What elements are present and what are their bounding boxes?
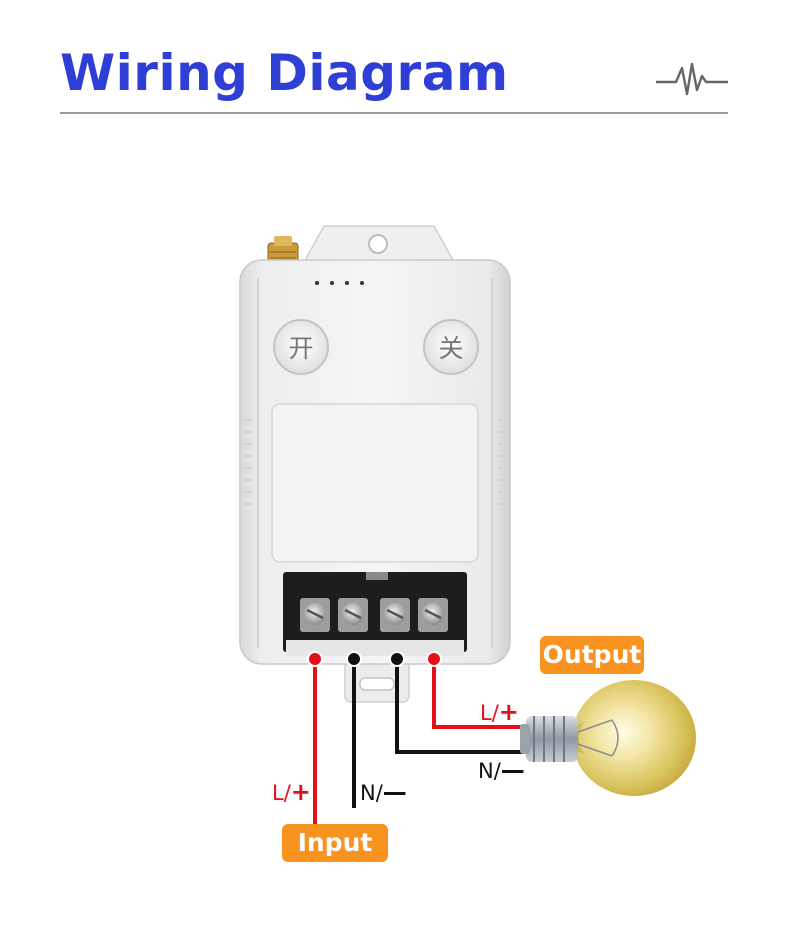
input-neutral-label: N/— (360, 780, 407, 805)
terminal-screw (380, 598, 410, 632)
input-live-label: L/+ (272, 780, 311, 805)
output-badge: Output (540, 636, 644, 674)
terminal-screw (418, 598, 448, 632)
minus-symbol: — (382, 778, 407, 806)
output-neutral-wire (395, 659, 528, 754)
input-live-text: L/ (272, 781, 291, 805)
title-divider (60, 112, 728, 114)
output-live-label: L/+ (480, 700, 519, 725)
heartbeat-line-icon (656, 62, 728, 96)
terminal-screw (338, 598, 368, 632)
output-neutral-text: N/ (478, 759, 501, 783)
terminal-contact-live-out (426, 651, 442, 667)
minus-symbol: — (500, 756, 525, 784)
front-cover (271, 403, 479, 563)
on-button[interactable]: 开 (273, 319, 329, 375)
plus-symbol: + (290, 778, 311, 806)
off-button[interactable]: 关 (423, 319, 479, 375)
terminal-contact-neutral-in (346, 651, 362, 667)
output-live-text: L/ (480, 701, 499, 725)
light-bulb-icon (520, 680, 696, 796)
input-neutral-text: N/ (360, 781, 383, 805)
page-title: Wiring Diagram (60, 44, 509, 102)
terminal-screw (300, 598, 330, 632)
terminal-contact-live-in (307, 651, 323, 667)
output-neutral-label: N/— (478, 758, 525, 783)
status-led-dots (315, 281, 364, 285)
output-live-wire (432, 659, 528, 729)
terminal-block (283, 572, 467, 656)
off-button-label: 关 (438, 334, 463, 363)
terminal-contact-neutral-out (389, 651, 405, 667)
bottom-mounting-tab (344, 653, 410, 703)
plus-symbol: + (498, 698, 519, 726)
on-button-label: 开 (288, 334, 313, 363)
input-badge: Input (282, 824, 388, 862)
